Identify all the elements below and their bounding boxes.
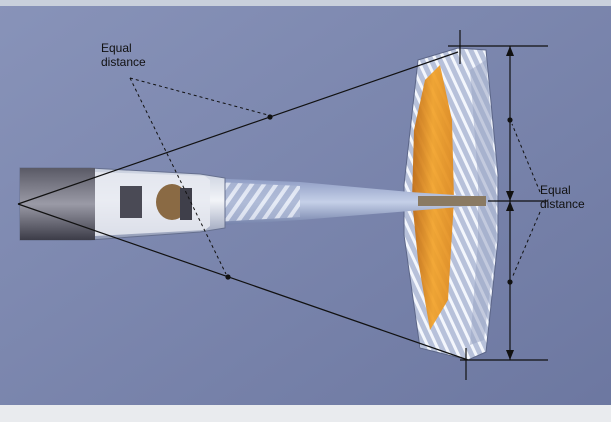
left-label-line2: distance <box>101 55 146 69</box>
fuselage <box>20 168 225 240</box>
nose <box>20 168 95 240</box>
pilot-figure <box>120 186 142 218</box>
canopy <box>95 172 210 236</box>
right-label-line2: distance <box>540 197 585 211</box>
right-label-line1: Equal <box>540 183 571 197</box>
bottom-strip <box>0 405 611 422</box>
top-strip <box>0 0 611 6</box>
left-label-line1: Equal <box>101 41 132 55</box>
boom-tip <box>418 196 486 206</box>
